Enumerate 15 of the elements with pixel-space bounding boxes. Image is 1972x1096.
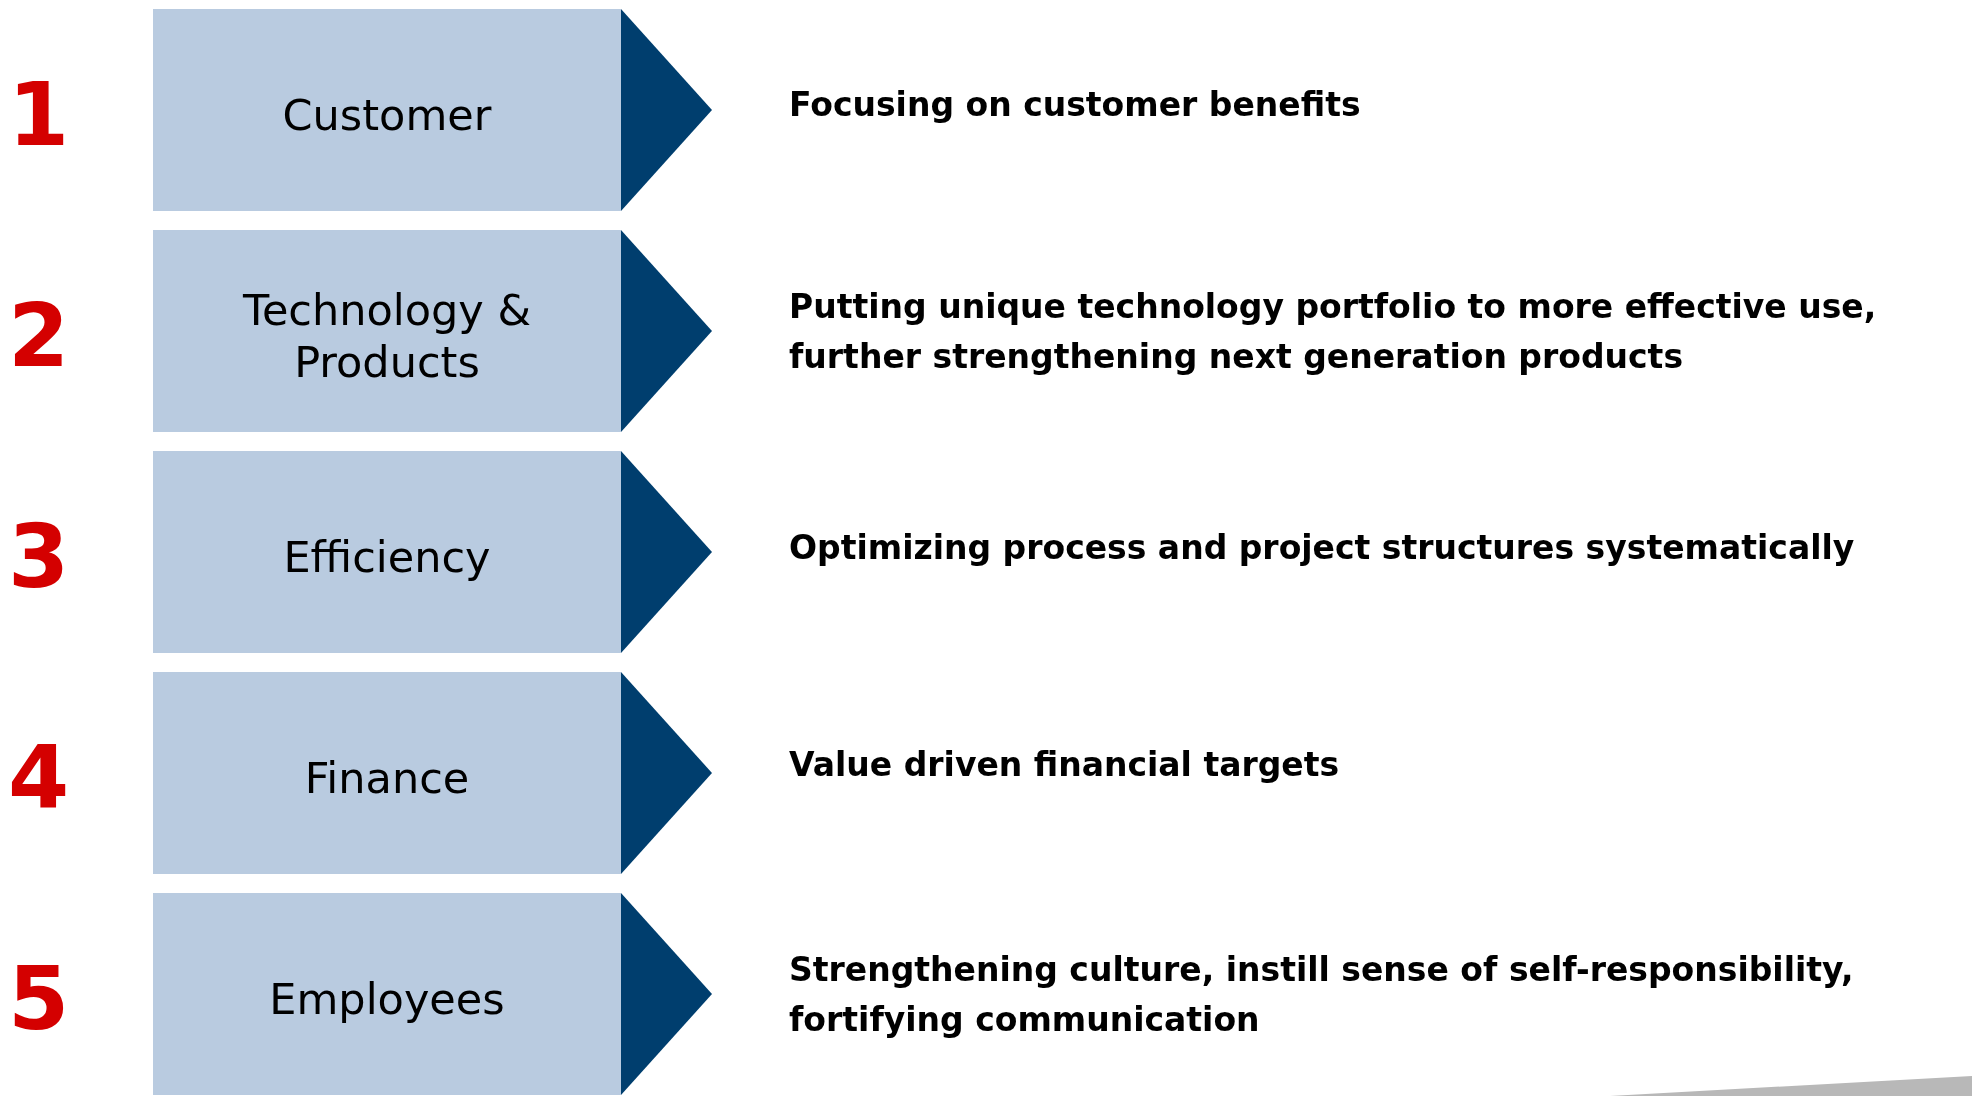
step-number: 3	[8, 513, 70, 601]
category-label: Technology & Products	[241, 284, 533, 389]
description-text: Optimizing process and project structures systematically	[789, 527, 1856, 569]
description-text: Putting unique technology portfolio to more effective use, further strengthening next generation products	[789, 286, 1878, 378]
category-label: Finance	[304, 752, 470, 805]
step-number: 2	[8, 292, 70, 380]
category-label: Employees	[269, 973, 505, 1026]
step-number: 4	[8, 734, 70, 822]
description-text: Focusing on customer benefits	[789, 84, 1362, 126]
step-number: 1	[8, 71, 70, 159]
description-text: Strengthening culture, instill sense of self-responsibility, fortifying communication	[789, 949, 1855, 1041]
category-label: Customer	[282, 89, 492, 142]
category-label: Efficiency	[283, 531, 491, 584]
description-text: Value driven financial targets	[789, 744, 1341, 786]
step-number: 5	[8, 955, 70, 1043]
